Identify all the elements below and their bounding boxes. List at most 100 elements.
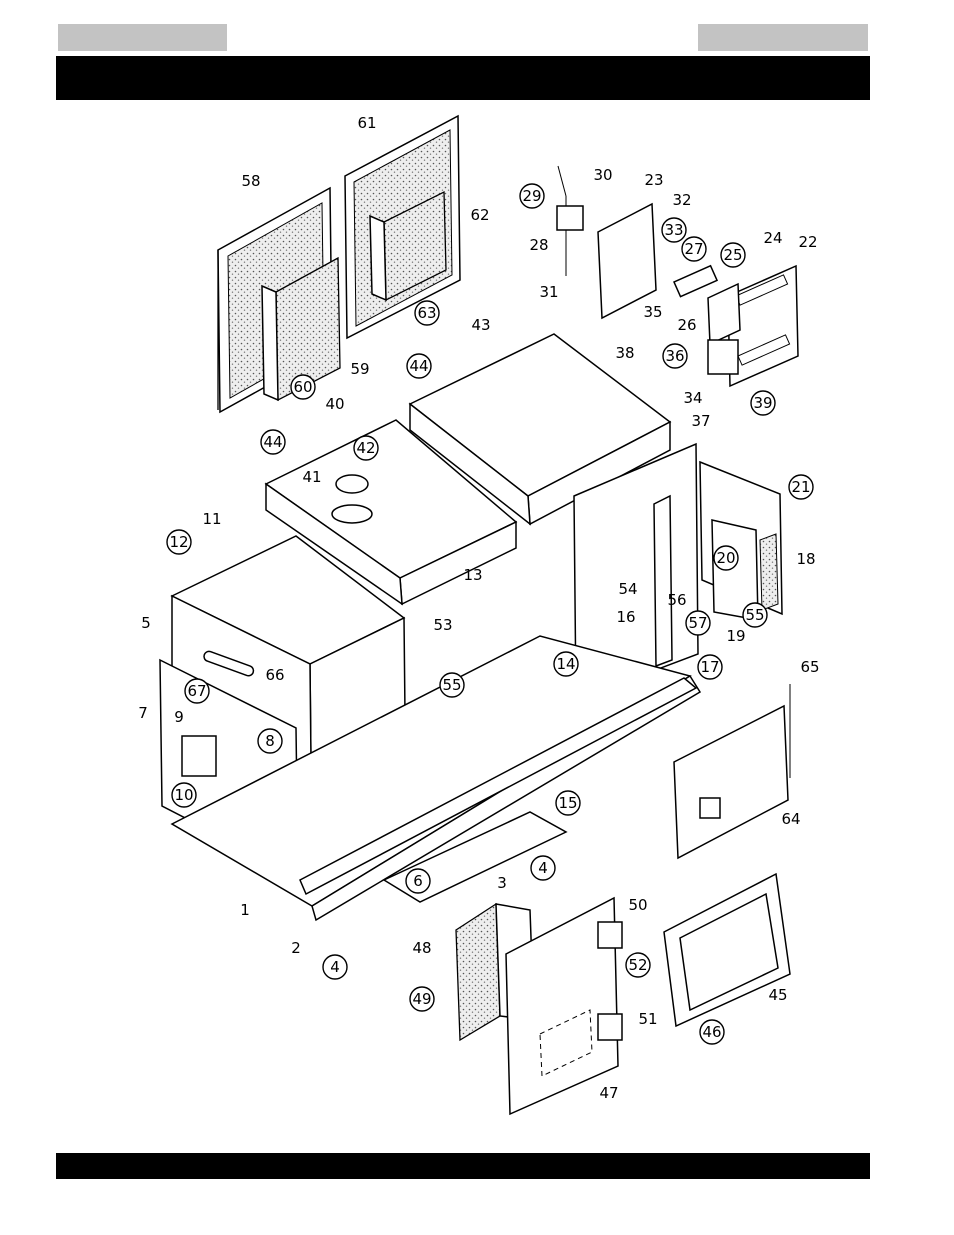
callout-circle — [260, 429, 286, 455]
callout-label: 66 — [265, 666, 284, 684]
callout-label: 61 — [357, 114, 376, 132]
callout-label: 22 — [798, 233, 817, 251]
callout-label: 59 — [350, 360, 369, 378]
callout-circle — [406, 353, 432, 379]
callout-circle — [184, 678, 210, 704]
door-64 — [673, 684, 791, 860]
callout-circle — [697, 654, 723, 680]
callout-label: 7 — [138, 704, 148, 722]
callout-label: 32 — [672, 191, 691, 209]
control-panel-23 — [556, 165, 657, 320]
callout-label: 17 — [700, 658, 719, 676]
callout-label: 62 — [470, 206, 489, 224]
callout-label: 29 — [522, 187, 541, 205]
callout-label: 18 — [796, 550, 815, 568]
callout-circle — [750, 390, 776, 416]
callout-circle — [166, 529, 192, 555]
callout-circle — [713, 545, 739, 571]
callout-circle — [788, 474, 814, 500]
callout-label: 30 — [593, 166, 612, 184]
callout-label: 33 — [664, 221, 683, 239]
callout-circle — [353, 435, 379, 461]
callout-label: 40 — [325, 395, 344, 413]
callout-circle — [322, 954, 348, 980]
callout-label: 23 — [644, 171, 663, 189]
callout-label: 46 — [702, 1023, 721, 1041]
callout-label: 13 — [463, 566, 482, 584]
callout-label: 12 — [169, 533, 188, 551]
callout-circle — [257, 728, 283, 754]
callout-label: 31 — [539, 283, 558, 301]
callout-label: 55 — [442, 676, 461, 694]
callout-label: 24 — [763, 229, 782, 247]
callout-circle — [662, 343, 688, 369]
callout-label: 55 — [745, 606, 764, 624]
top-cover-40 — [264, 419, 518, 606]
callout-label: 57 — [688, 614, 707, 632]
callout-circle — [555, 790, 581, 816]
callout-label: 4 — [330, 958, 340, 976]
callout-label: 5 — [141, 614, 151, 632]
callout-circle — [553, 651, 579, 677]
callout-label: 58 — [241, 172, 260, 190]
callout-label: 25 — [723, 246, 742, 264]
callout-circle — [742, 602, 768, 628]
callout-label: 9 — [174, 708, 184, 726]
callout-label: 35 — [643, 303, 662, 321]
callout-label: 43 — [471, 316, 490, 334]
callout-label: 64 — [781, 810, 800, 828]
callout-label: 42 — [356, 439, 375, 457]
door-47 — [505, 896, 623, 1116]
callout-circle — [414, 300, 440, 326]
callout-circle — [699, 1019, 725, 1045]
callout-label: 67 — [187, 682, 206, 700]
callout-label: 38 — [615, 344, 634, 362]
callout-label: 11 — [202, 510, 221, 528]
callout-label: 28 — [529, 236, 548, 254]
callout-circle — [625, 952, 651, 978]
callout-circle — [290, 374, 316, 400]
callout-label: 27 — [684, 240, 703, 258]
panel-62 — [369, 190, 447, 302]
callout-circle — [720, 242, 746, 268]
callout-circle — [530, 855, 556, 881]
callout-label: 53 — [433, 616, 452, 634]
side-frame-16 — [573, 442, 783, 702]
footer-bar — [56, 1153, 870, 1179]
callout-label: 44 — [263, 433, 282, 451]
callout-label: 39 — [753, 394, 772, 412]
callout-label: 15 — [558, 794, 577, 812]
cover-panel-22 — [673, 264, 799, 388]
callout-label: 45 — [768, 986, 787, 1004]
header-title-bar — [56, 56, 870, 100]
callout-label: 41 — [302, 468, 321, 486]
callout-label: 50 — [628, 896, 647, 914]
callout-label: 19 — [726, 627, 745, 645]
callout-label: 16 — [616, 608, 635, 626]
callout-label: 60 — [293, 378, 312, 396]
header-right-tab — [698, 24, 868, 51]
callout-label: 37 — [691, 412, 710, 430]
callout-label: 54 — [618, 580, 637, 598]
callout-label: 14 — [556, 655, 575, 673]
callout-circle — [171, 782, 197, 808]
housing-top-43 — [408, 333, 672, 526]
callout-circle — [519, 183, 545, 209]
header-left-tab — [58, 24, 227, 51]
callout-circle — [409, 986, 435, 1012]
callout-label: 48 — [412, 939, 431, 957]
callout-label: 34 — [683, 389, 702, 407]
callout-label: 10 — [174, 786, 193, 804]
callout-label: 4 — [538, 859, 548, 877]
callout-circle — [661, 217, 687, 243]
callout-label: 63 — [417, 304, 436, 322]
callout-label: 8 — [265, 732, 275, 750]
callout-circle — [681, 236, 707, 262]
callout-label: 65 — [800, 658, 819, 676]
callout-label: 44 — [409, 357, 428, 375]
callout-label: 2 — [291, 939, 301, 957]
callout-label: 49 — [412, 990, 431, 1008]
callout-circle — [685, 610, 711, 636]
callout-label: 56 — [667, 591, 686, 609]
